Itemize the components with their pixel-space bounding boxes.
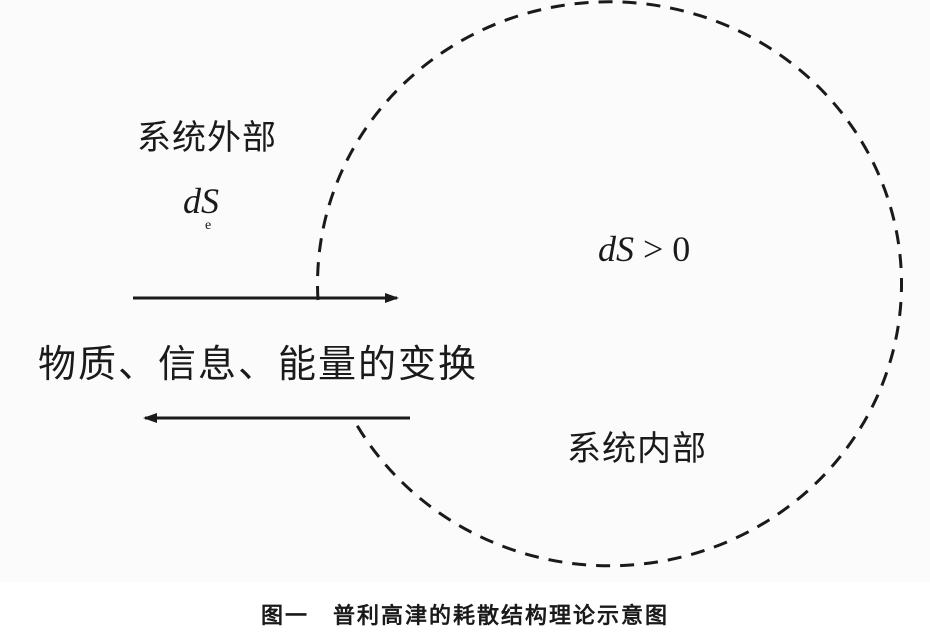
system-exterior-label: 系统外部 [137,118,277,158]
exchange-label: 物质、信息、能量的变换 [38,342,479,386]
exterior-entropy-symbol: dS e [183,180,219,233]
system-interior-label: 系统内部 [567,429,707,469]
dissipative-structure-diagram [133,0,904,568]
figure-caption: 图一 普利高津的耗散结构理论示意图 [260,604,669,629]
exterior-entropy-text: dS [183,181,219,221]
system-boundary-dashed-circle [316,0,904,568]
interior-entropy-symbol: dS > 0 [598,228,690,270]
diagram-area: 系统外部 dS e dS > 0 物质、信息、能量的变换 系统内部 [38,0,904,568]
interior-entropy-d: d [598,229,616,269]
interior-entropy-relation: > 0 [634,229,691,269]
interior-entropy-s: S [616,229,634,269]
exterior-entropy-subscript: e [205,218,212,233]
